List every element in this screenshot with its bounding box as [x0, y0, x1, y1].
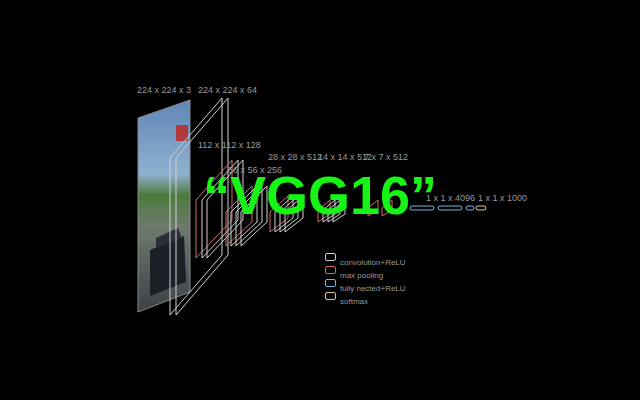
input-image — [138, 100, 190, 312]
legend-swatch — [325, 292, 336, 300]
legend-swatch — [325, 253, 336, 261]
car-roof — [156, 228, 182, 248]
legend-item: max pooling — [325, 264, 383, 275]
legend-text: fully nected+ReLU — [340, 284, 406, 293]
legend-item: softmax — [325, 290, 368, 301]
dimension-label: 224 x 224 x 3 — [137, 85, 191, 96]
dimension-label: 1 x 1 x 1000 — [478, 193, 527, 204]
legend-text: convolution+ReLU — [340, 258, 406, 267]
legend-swatch — [325, 279, 336, 287]
fc-layer — [466, 206, 474, 210]
fc-layer — [438, 206, 462, 210]
legend-text: max pooling — [340, 271, 383, 280]
legend-text: softmax — [340, 297, 368, 306]
dimension-label: 14 x 14 x 512 — [318, 152, 372, 163]
dimension-label: 7 x 7 x 512 — [364, 152, 408, 163]
legend-item: fully nected+ReLU — [325, 277, 406, 288]
dimension-label: 112 x 112 x 128 — [198, 140, 261, 151]
car-shape — [150, 236, 186, 296]
legend-swatch — [325, 266, 336, 274]
legend-item: convolution+ReLU — [325, 251, 406, 262]
dimension-label: 224 x 224 x 64 — [198, 85, 257, 96]
dimension-label: 28 x 28 x 512 — [268, 152, 322, 163]
watermark-title: “VGG16” — [0, 164, 640, 226]
softmax-layer — [476, 206, 486, 210]
